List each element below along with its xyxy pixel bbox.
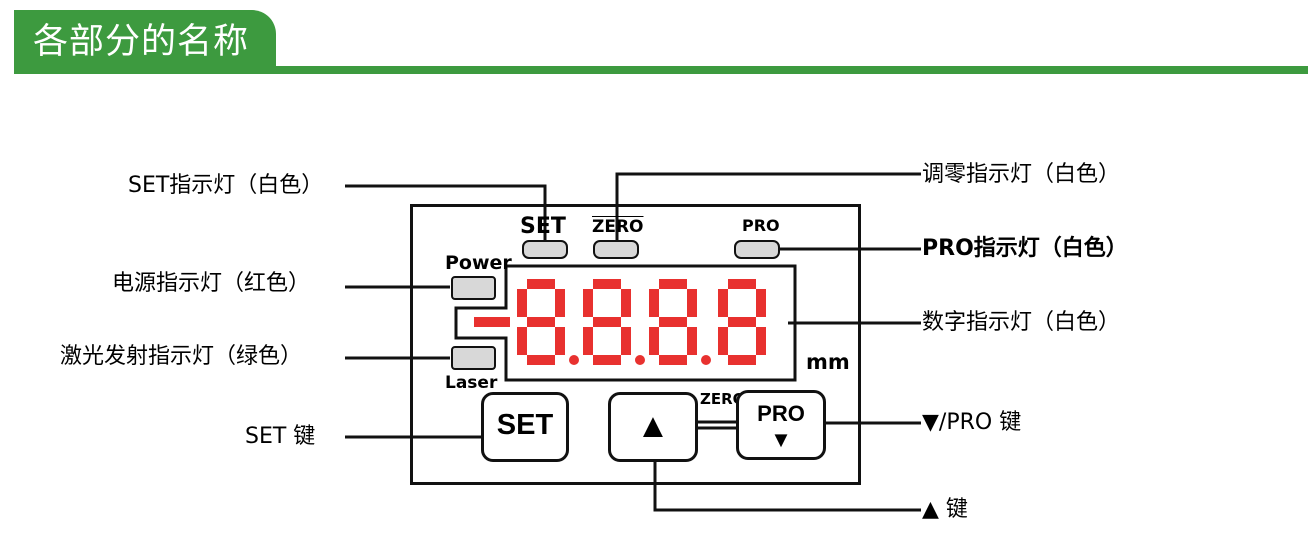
decimal-point [635, 355, 645, 365]
digit-2-segment [583, 327, 593, 355]
set-indicator-label: SET [520, 214, 566, 239]
decimal-point [701, 355, 711, 365]
seven-segment-digits [474, 279, 766, 365]
callout-down-pro-key: ▼/PRO 键 [922, 410, 1022, 435]
digit-2-segment [593, 279, 621, 289]
digit-4-segment [728, 317, 756, 327]
digit-4-segment [718, 289, 728, 317]
laser-indicator-led [451, 346, 496, 370]
digit-4-segment [718, 327, 728, 355]
leader-up-key [653, 440, 921, 512]
display-frame [454, 264, 797, 382]
zero-indicator-led [593, 240, 639, 259]
callout-set-key: SET 键 [245, 424, 316, 449]
up-key[interactable]: ▲ [608, 392, 698, 462]
minus-segment [474, 317, 510, 327]
down-arrow-icon: ▼ [770, 427, 792, 452]
section-title: 各部分的名称 [33, 22, 250, 62]
leader-set-indicator [345, 184, 547, 246]
callout-power-indicator: 电源指示灯（红色） [112, 271, 311, 296]
digit-1-segment [527, 317, 555, 327]
digit-2-segment [621, 327, 631, 355]
callout-zero-indicator: 调零指示灯（白色） [922, 162, 1121, 187]
decimal-point [569, 355, 579, 365]
zero-indicator-label: ZERO [592, 217, 644, 237]
digit-1-segment [527, 279, 555, 289]
digit-3-segment [649, 289, 659, 317]
digit-1-segment [555, 327, 565, 355]
leader-lines [345, 172, 921, 512]
display-unit-label: mm [806, 350, 850, 374]
callout-set-indicator: SET指示灯（白色） [128, 173, 324, 198]
section-header-tab [14, 10, 276, 74]
digit-1-segment [555, 289, 565, 317]
digit-2-segment [621, 289, 631, 317]
digit-1-segment [527, 355, 555, 365]
set-key[interactable]: SET [481, 392, 569, 462]
laser-indicator-label: Laser [445, 373, 498, 393]
digit-3-segment [659, 317, 687, 327]
digit-3-segment [687, 289, 697, 317]
digit-4-segment [756, 289, 766, 317]
digit-3-segment [687, 327, 697, 355]
digit-3-segment [659, 279, 687, 289]
pro-indicator-led [734, 240, 780, 259]
digit-2-segment [593, 355, 621, 365]
callout-pro-indicator: PRO指示灯（白色） [922, 236, 1128, 261]
leader-zero-indicator [615, 172, 921, 246]
digit-2-segment [583, 289, 593, 317]
digit-4-segment [728, 279, 756, 289]
digit-1-segment [517, 327, 527, 355]
pro-key-label: PRO [757, 401, 805, 426]
pro-indicator-label: PRO [742, 216, 780, 235]
zero-key-combo-label: ZERO [700, 390, 746, 408]
digit-4-segment [728, 355, 756, 365]
digit-1-segment [517, 289, 527, 317]
power-indicator-led [451, 276, 496, 300]
power-indicator-label: Power [445, 252, 512, 274]
digit-4-segment [756, 327, 766, 355]
callout-laser-indicator: 激光发射指示灯（绿色） [60, 344, 303, 369]
callout-up-key: ▲ 键 [922, 497, 968, 522]
set-key-label: SET [496, 409, 554, 441]
callout-digit-indicator: 数字指示灯（白色） [922, 310, 1121, 335]
set-indicator-led [522, 240, 568, 259]
up-arrow-icon: ▲ [636, 407, 670, 445]
digit-3-segment [659, 355, 687, 365]
digit-3-segment [649, 327, 659, 355]
section-header-bar [14, 66, 1308, 74]
down-pro-key[interactable]: PRO ▼ [736, 390, 826, 460]
digit-2-segment [593, 317, 621, 327]
